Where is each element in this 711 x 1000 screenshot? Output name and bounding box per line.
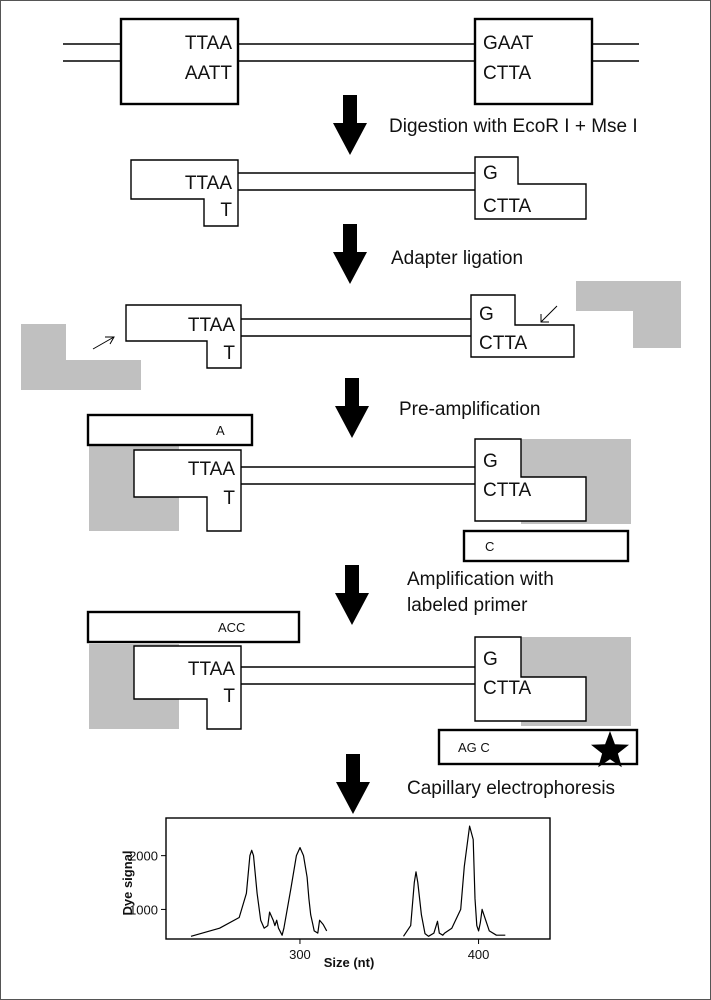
pre-amplification: TTAA T G CTTA A C [86,413,631,563]
plot-frame [165,817,551,940]
ecori-site-top-seq: GAAT [483,33,534,54]
mse-adapter [21,324,141,390]
y-tick-label: 1000 [129,902,158,917]
amp-left-top-seq: TTAA [188,659,235,680]
amp-primer-top [86,610,301,644]
ecori-site-bottom-seq: CTTA [483,63,532,84]
mse-site-bottom-seq: AATT [185,63,233,84]
ligation-arrow-icon [92,336,115,350]
preamp-primer-top [86,413,254,447]
y-axis-title: Dye signal [120,850,135,915]
labeled-primer-label: AG C [458,740,490,755]
x-tick-label: 300 [289,947,311,962]
fragment-left-top-seq: TTAA [185,173,232,194]
step-ce-label: Capillary electrophoresis [407,778,615,799]
x-axis-title: Size (nt) [324,955,375,970]
ligation-arrow-icon [540,305,558,323]
down-arrow-icon [335,565,369,625]
adapter-ligation: TTAA T G CTTA [21,281,681,390]
step-preamp-label: Pre-amplification [399,399,541,420]
fragment-left-bottom-seq: T [220,200,232,221]
preamp-right-top-seq: G [483,451,498,472]
step-amp-label-line1: Amplification with [407,569,554,590]
selective-amplification: TTAA T G CTTA ACC AG C [86,610,639,768]
step-digestion-label: Digestion with EcoR I + Mse I [389,116,638,137]
step-amp-label-line2: labeled primer [407,595,528,616]
amp-right-bottom-seq: CTTA [483,678,532,699]
mse-site-box [119,17,240,106]
ligation-left-bottom-seq: T [223,343,235,364]
electropherogram-chart: 300 400 1000 2000 Dye signal Size (nt) [120,817,551,970]
signal-trace-1 [190,846,328,937]
fragment-right-top-seq: G [483,163,498,184]
preamp-primer-bottom-label: C [485,539,494,554]
ecori-adapter [576,281,681,348]
mse-sticky-end [130,159,239,227]
digested-fragment: TTAA T G CTTA [130,156,587,227]
preamp-primer-bottom [462,529,630,563]
signal-trace-2 [403,825,506,937]
down-arrow-icon [333,224,367,284]
amp-right-top-seq: G [483,649,498,670]
ligation-right-bottom-seq: CTTA [479,333,528,354]
amp-left-bottom-seq: T [223,686,235,707]
genomic-dna: TTAA AATT GAAT CTTA [63,17,639,106]
down-arrow-icon [336,754,370,814]
ecori-sticky-end [474,156,587,220]
preamp-left-top-seq: TTAA [188,459,235,480]
star-icon [591,731,629,768]
preamp-primer-top-label: A [216,423,225,438]
ligation-right-top-seq: G [479,304,494,325]
amp-primer-top-label: ACC [218,620,245,635]
fragment-right-bottom-seq: CTTA [483,196,532,217]
preamp-right-bottom-seq: CTTA [483,480,532,501]
y-tick-label: 2000 [129,849,158,864]
down-arrow-icon [333,95,367,155]
step-ligation-label: Adapter ligation [391,248,523,269]
ecori-site-box [473,17,594,106]
ligation-left-top-seq: TTAA [188,315,235,336]
mse-site-top-seq: TTAA [185,33,232,54]
down-arrow-icon [335,378,369,438]
x-tick-label: 400 [468,947,490,962]
preamp-left-bottom-seq: T [223,488,235,509]
